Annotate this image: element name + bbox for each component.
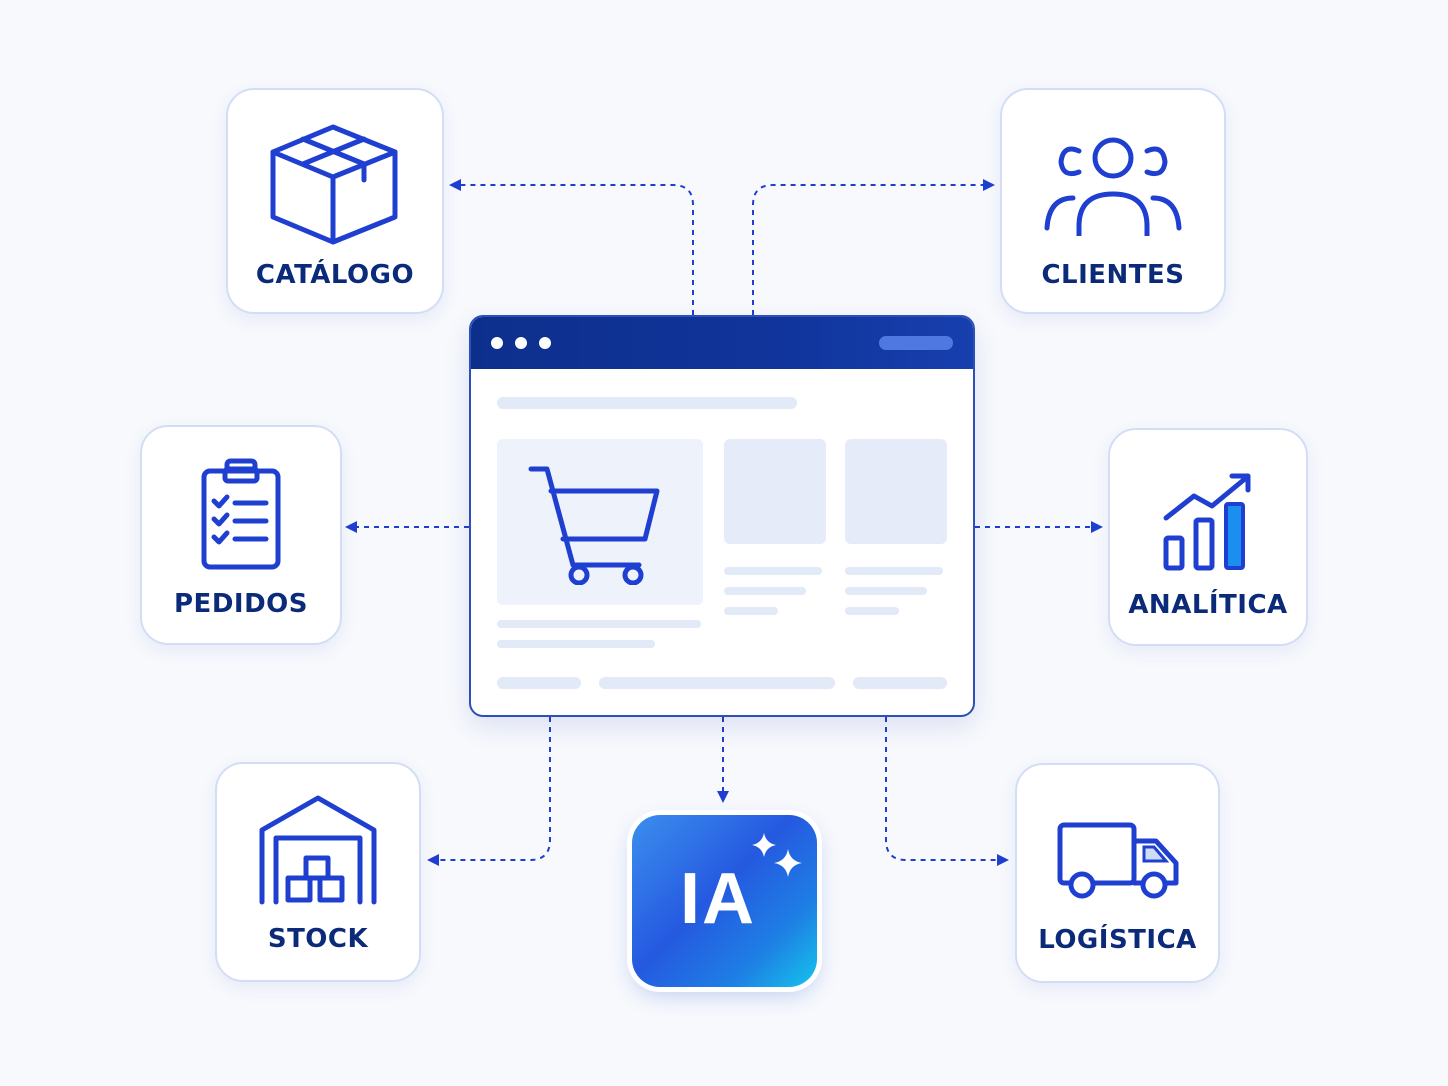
clipboard-checklist-icon (201, 458, 281, 570)
connector-catalogo (449, 179, 694, 315)
connector-logistica (885, 717, 1009, 866)
text-placeholder (497, 640, 655, 648)
pedidos-card[interactable]: PEDIDOS (140, 425, 342, 645)
footer-placeholder (599, 677, 835, 689)
logistica-card[interactable]: LOGÍSTICA (1015, 763, 1220, 983)
text-placeholder (845, 607, 899, 615)
product-hero (497, 439, 703, 605)
shopping-cart-icon (528, 466, 660, 585)
browser-title-bar (471, 317, 973, 369)
connector-clientes (752, 179, 995, 315)
text-placeholder (724, 567, 822, 575)
text-placeholder (724, 587, 806, 595)
pedidos-label: PEDIDOS (174, 589, 308, 619)
footer-placeholder (853, 677, 947, 689)
sparkles-icon (752, 833, 802, 877)
text-placeholder (724, 607, 778, 615)
connector-stock (427, 717, 551, 866)
clientes-card[interactable]: CLIENTES (1000, 88, 1226, 314)
product-tile (724, 439, 826, 544)
logistica-label: LOGÍSTICA (1038, 925, 1197, 955)
stock-card[interactable]: STOCK (215, 762, 421, 982)
footer-placeholder (497, 677, 581, 689)
text-placeholder (497, 620, 701, 628)
header-placeholder (497, 397, 797, 409)
address-bar (879, 336, 953, 350)
catalogo-label: CATÁLOGO (255, 260, 415, 290)
product-tile (845, 439, 947, 544)
analitica-label: ANALÍTICA (1128, 590, 1288, 620)
window-dot (491, 337, 503, 349)
ia-label: IA (680, 859, 756, 939)
clientes-label: CLIENTES (1041, 260, 1185, 290)
warehouse-icon (259, 795, 377, 905)
box-icon (270, 124, 398, 245)
users-icon (1044, 137, 1182, 236)
bar-chart-trend-icon (1163, 473, 1251, 571)
window-dot (515, 337, 527, 349)
text-placeholder (845, 587, 927, 595)
text-placeholder (845, 567, 943, 575)
ecommerce-browser-window (469, 315, 975, 717)
ia-card[interactable]: IA (632, 815, 817, 987)
stock-label: STOCK (267, 924, 369, 954)
catalogo-card[interactable]: CATÁLOGO (226, 88, 444, 314)
window-dot (539, 337, 551, 349)
analitica-card[interactable]: ANALÍTICA (1108, 428, 1308, 646)
truck-icon (1057, 822, 1178, 899)
